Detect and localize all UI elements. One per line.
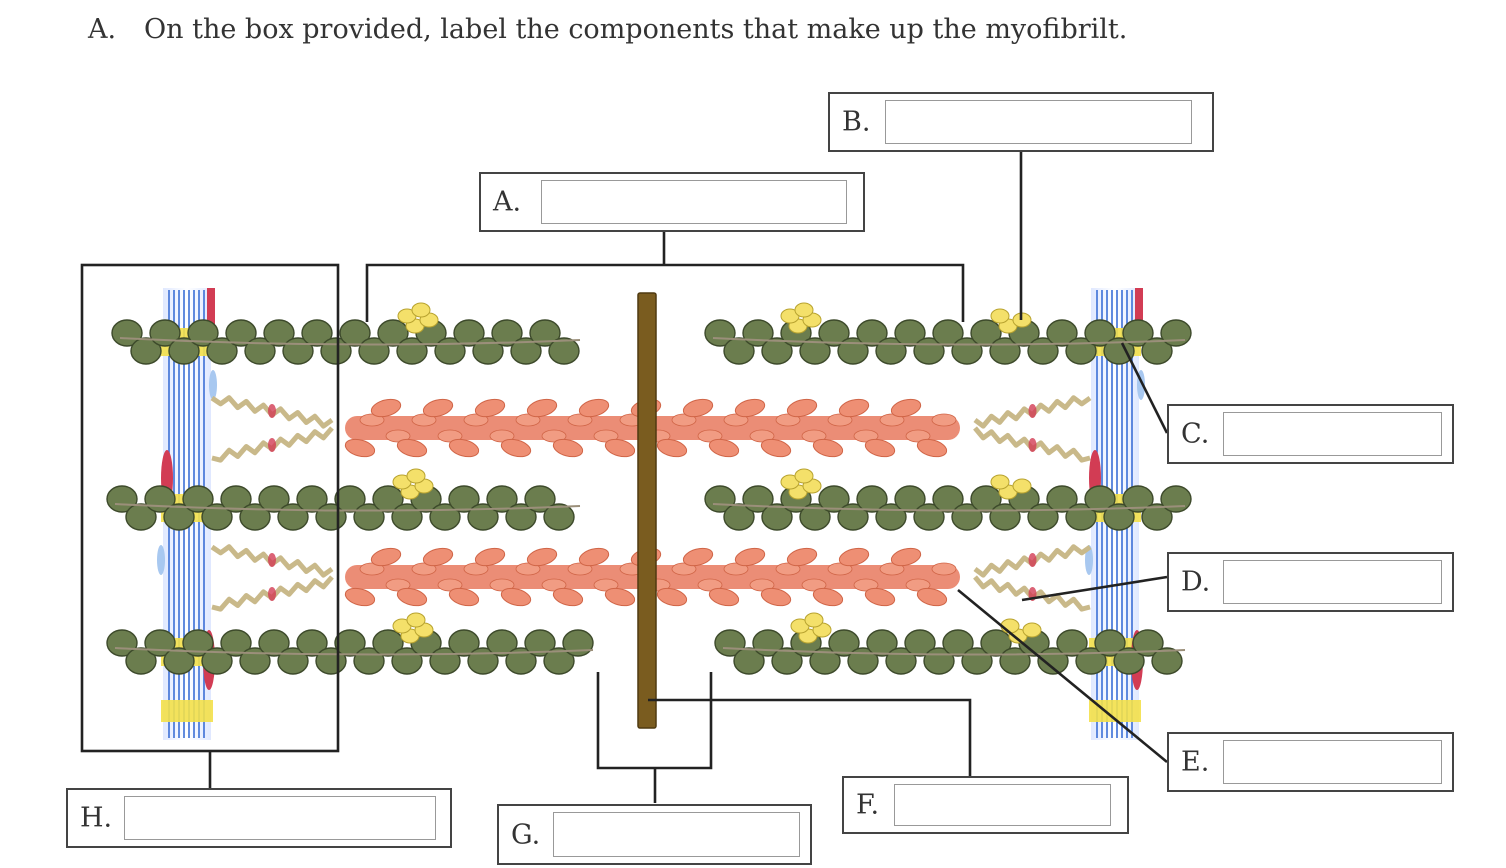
label-input-b[interactable] [885, 100, 1192, 144]
m-line [637, 292, 657, 729]
label-input-g[interactable] [553, 812, 800, 857]
label-input-e[interactable] [1223, 740, 1442, 784]
titin-filaments [210, 395, 1092, 612]
label-input-f[interactable] [894, 784, 1111, 826]
actin-filament [704, 468, 1192, 531]
label-input-d[interactable] [1223, 560, 1442, 604]
actin-filament [704, 302, 1192, 365]
leader-f [648, 698, 972, 776]
label-box-e: E. [1167, 732, 1454, 792]
label-box-a: A. [479, 172, 865, 232]
titin-spring [210, 544, 334, 578]
titin-spring [973, 395, 1092, 429]
label-letter-d: D. [1181, 566, 1211, 598]
actin-filament [106, 612, 594, 675]
label-input-h[interactable] [124, 796, 436, 840]
instruction-text: A. On the box provided, label the compone… [88, 14, 1127, 45]
label-box-g: G. [497, 804, 812, 865]
titin-spring [973, 426, 1091, 463]
label-letter-f: F. [856, 789, 880, 821]
bracket-a [365, 263, 965, 322]
leader-c [1120, 342, 1169, 434]
label-box-c: C. [1167, 404, 1454, 464]
instruction-body: On the box provided, label the component… [144, 14, 1128, 45]
label-input-c[interactable] [1223, 412, 1442, 456]
leader-e [957, 588, 1168, 764]
leader-d [1021, 575, 1168, 602]
actin-thin-filaments [106, 302, 1192, 675]
label-letter-b: B. [842, 106, 871, 138]
actin-filament [714, 612, 1186, 675]
actin-filament [106, 468, 581, 531]
titin-spring [211, 575, 334, 612]
label-letter-e: E. [1181, 746, 1210, 778]
label-letter-a: A. [493, 186, 522, 218]
actin-filament [111, 302, 581, 365]
titin-spring [210, 395, 334, 429]
label-box-b: B. [828, 92, 1214, 152]
label-box-f: F. [842, 776, 1129, 834]
label-letter-h: H. [80, 802, 113, 834]
label-letter-c: C. [1181, 418, 1210, 450]
label-letter-g: G. [511, 819, 541, 850]
titin-spring [211, 426, 334, 463]
label-input-a[interactable] [541, 180, 847, 224]
instruction-number: A. [88, 14, 117, 45]
label-box-h: H. [66, 788, 452, 848]
titin-spring [973, 544, 1092, 578]
label-box-d: D. [1167, 552, 1454, 612]
leader-lines [80, 152, 1169, 803]
